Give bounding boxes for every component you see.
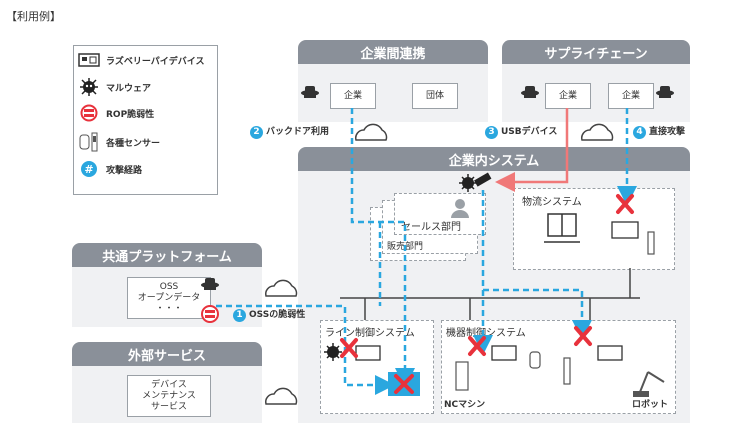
oss-label: OSS [159, 281, 179, 292]
logistics-system-box: 物流システム [513, 188, 675, 270]
oss-dots: ・・・ [155, 303, 183, 314]
raspberry-pi-line-icon [355, 345, 381, 361]
nc-machine-label: NCマシン [444, 400, 486, 410]
machine-control-box: 機器制御システム [441, 320, 676, 414]
usb-icon [474, 172, 492, 187]
logistics-system-label: 物流システム [522, 197, 582, 208]
page-title: 【利用例】 [6, 10, 61, 23]
raspberry-pi-logistics-icon [611, 221, 639, 239]
person-icon [451, 199, 469, 218]
open-data-label: オープンデータ [137, 292, 201, 303]
legend-label-sensor: 各種センサー [106, 138, 161, 149]
legend-item-malware: マルウェア [78, 78, 151, 96]
device-maintenance-box: デバイス メンテナンス サービス [127, 375, 211, 417]
sensor-machine-icon-2 [563, 357, 571, 385]
legend-label-malware: マルウェア [106, 83, 152, 94]
legend-box [73, 45, 218, 195]
hacker-icons [201, 86, 674, 290]
oss-box: OSS オープンデータ ・・・ [127, 277, 211, 319]
supply-chain-header: サプライチェーン [502, 40, 690, 64]
attack-path-icon: # [81, 161, 97, 177]
raspberry-pi-machine-icon-1 [491, 345, 517, 361]
company-box-supply-2: 企業 [608, 83, 654, 109]
organization-box: 団体 [412, 83, 458, 109]
sensor-machine-icon-1 [529, 351, 541, 369]
raspberry-pi-machine-icon-2 [597, 345, 623, 361]
device-label: デバイス [151, 379, 187, 390]
malware-line-icon [324, 343, 342, 361]
machine-control-label: 機器制御システム [446, 328, 526, 339]
robot-label: ロボット [632, 400, 669, 410]
nc-machine-icon [455, 361, 469, 391]
compromise-marks [340, 194, 634, 394]
legend-label-attack-path: 攻撃経路 [106, 165, 143, 176]
legend-item-raspberry-pi: ラズベリーパイデバイス [78, 52, 204, 68]
line-control-box: ライン制御システム [320, 320, 434, 414]
internal-system-header: 企業内システム [298, 147, 690, 171]
robot-arm-icon [633, 371, 665, 397]
cloud-icons [265, 123, 614, 405]
external-service-header: 外部サービス [72, 342, 262, 366]
line-control-label: ライン制御システム [325, 328, 415, 339]
sensor-logistics-icon [647, 231, 655, 255]
common-platform-header: 共通プラットフォーム [72, 243, 262, 267]
malware-sales-icon [459, 174, 477, 192]
sensor-icon [79, 132, 98, 152]
svg-text:#: # [84, 163, 93, 176]
sales-dept-box: セールス部門 [394, 193, 486, 235]
legend-item-sensor: 各種センサー [78, 132, 160, 152]
legend-label-rop: ROP脆弱性 [106, 109, 155, 120]
legend-label-raspberry-pi: ラズベリーパイデバイス [106, 56, 205, 67]
raspberry-pi-icon [78, 53, 100, 67]
legend-item-attack-path: # 攻撃経路 [78, 160, 142, 178]
legend-item-rop: ROP脆弱性 [78, 104, 154, 122]
rop-oss-icon [201, 305, 219, 323]
rop-vulnerability-icon [80, 104, 98, 122]
maintenance-label: メンテナンス [142, 390, 196, 401]
malware-icon [80, 78, 98, 96]
enterprise-collab-header: 企業間連携 [298, 40, 488, 64]
sales-dept-label: セールス部門 [401, 222, 461, 233]
book-icon [544, 213, 580, 243]
service-label: サービス [150, 401, 187, 412]
